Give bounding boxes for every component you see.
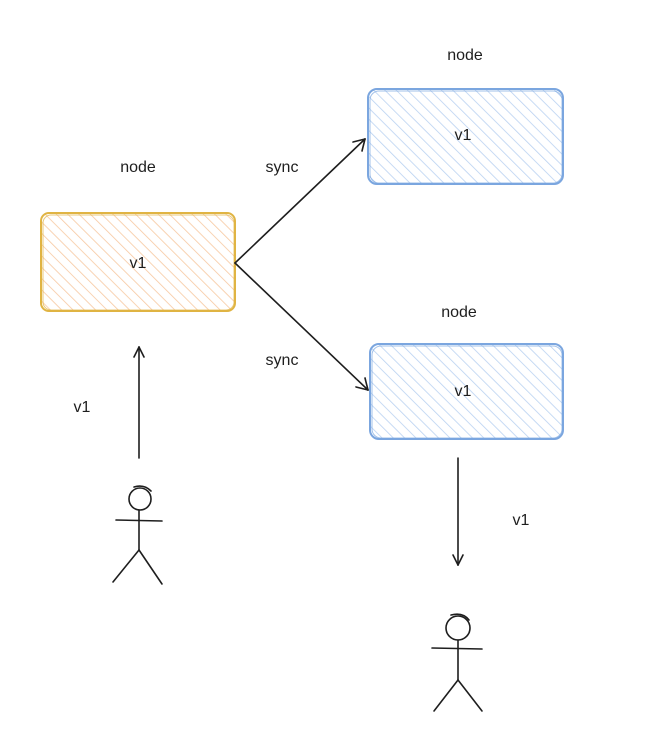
- source-node-label: node: [120, 159, 156, 176]
- replica-top-node-value: v1: [454, 127, 472, 144]
- write-flow-label: v1: [73, 399, 91, 416]
- replica-bottom-node-box: [369, 343, 564, 440]
- replica-bottom-node-value: v1: [454, 383, 472, 400]
- replica-top-node-label: node: [447, 47, 483, 64]
- read-arrow: [452, 457, 464, 566]
- source-node-value: v1: [129, 255, 147, 272]
- replica-bottom-node-label: node: [441, 304, 477, 321]
- sync-label-top: sync: [265, 159, 299, 176]
- sync-label-bottom: sync: [265, 352, 299, 369]
- write-arrow: [133, 346, 145, 459]
- reader-stick-figure-icon: [431, 613, 483, 712]
- read-flow-label: v1: [512, 512, 530, 529]
- sync-arrow-top: [234, 138, 366, 264]
- writer-stick-figure-icon: [112, 485, 163, 585]
- sync-arrow-bottom: [234, 262, 369, 391]
- replica-top-node-box: [367, 88, 564, 185]
